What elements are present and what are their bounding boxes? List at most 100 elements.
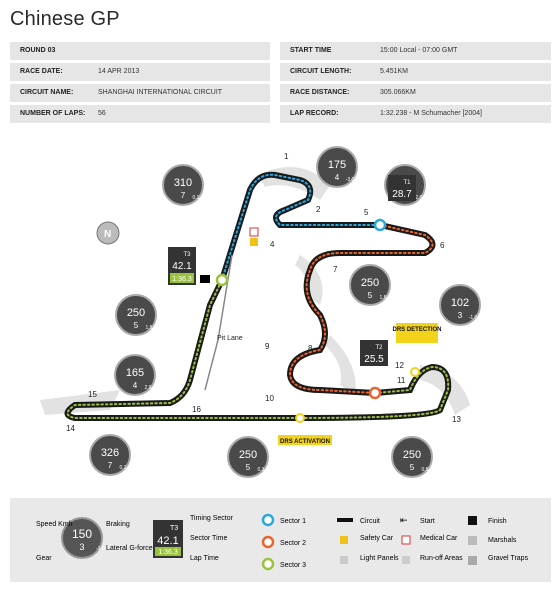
gauge-gear: 4 — [133, 381, 138, 390]
gravel-key-icon — [468, 556, 477, 565]
timing-time: 25.5 — [364, 354, 384, 365]
drs-detection-text: DRS DETECTION — [392, 327, 441, 333]
info-row-circuit-name: CIRCUIT NAME: SHANGHAI INTERNATIONAL CIRC… — [10, 84, 270, 102]
gauge-gforce: -2.0 — [414, 195, 423, 201]
turn-number: 1 — [284, 152, 289, 161]
gauge-dial — [115, 294, 157, 336]
legend-gear-label: Gear — [36, 555, 52, 562]
legend-key-light: Light Panels — [360, 555, 399, 562]
compass-label: N — [104, 229, 111, 240]
turn-number: 10 — [265, 394, 274, 403]
gauge-gear: 4 — [335, 173, 340, 182]
info-value: 14 APR 2013 — [98, 68, 140, 75]
gauge-gforce: 2.9 — [145, 385, 152, 391]
info-value: 15:00 Local - 07:00 GMT — [380, 47, 458, 54]
turn-number: 5 — [364, 208, 369, 217]
gauge-gforce: 0.3 — [258, 467, 265, 473]
info-row-laps: NUMBER OF LAPS: 56 — [10, 105, 270, 123]
legend-timing-time: 42.1 — [157, 535, 178, 547]
legend-graphics: 150 3 -1.0 Speed Kmh Braking Gear Latera… — [36, 513, 529, 571]
legend-key-circuit: Circuit — [360, 518, 380, 525]
legend-key-finish: Finish — [488, 518, 507, 525]
legend-gauge: 150 3 -1.0 — [61, 517, 105, 559]
gauge-gear: 7 — [181, 191, 186, 200]
legend-key-marshals: Marshals — [488, 537, 517, 544]
legend-panel: 150 3 -1.0 Speed Kmh Braking Gear Latera… — [10, 498, 551, 582]
pit-lane-label: Pit Lane — [217, 335, 243, 342]
legend-sector-1: Sector 1 — [280, 518, 306, 525]
turn-number: 8 — [308, 344, 313, 353]
legend-sector-3-icon — [261, 557, 275, 571]
gauge-gforce: -3.0 — [346, 177, 355, 183]
gauge-speed: 250 — [239, 449, 257, 461]
info-key: START TIME — [290, 47, 332, 54]
timing-sector: T2 — [375, 345, 383, 351]
gauge-gear: 5 — [368, 291, 373, 300]
gauge-speed: 165 — [126, 367, 144, 379]
gauge-dial — [349, 264, 391, 306]
info-key: CIRCUIT NAME: — [20, 89, 74, 96]
legend-speed-label: Speed Kmh — [36, 521, 73, 528]
info-row-circuit-length: CIRCUIT LENGTH: 5.451KM — [280, 63, 551, 81]
gauge-dial — [89, 434, 131, 476]
timing-box: T2 25.5 — [360, 340, 388, 366]
turn-number: 7 — [333, 265, 338, 274]
sector-1-dots — [221, 173, 381, 281]
timing-lap: 1:36.3 — [172, 276, 192, 283]
gauge-speed: 250 — [403, 449, 421, 461]
drs-detection-label: DRS DETECTION — [392, 323, 442, 343]
legend-sector-3: Sector 3 — [280, 562, 306, 569]
gauge-dial — [227, 436, 269, 478]
legend-gauge-gear: 3 — [79, 542, 84, 552]
turn-number: 6 — [440, 241, 445, 250]
info-row-round: ROUND 03 — [10, 42, 270, 60]
gauge-dial — [162, 164, 204, 206]
gauge-gforce: 0.1 — [120, 465, 127, 471]
info-key: RACE DISTANCE: — [290, 89, 350, 96]
info-value: 5.451KM — [380, 68, 409, 75]
circuit-key-icon — [337, 518, 353, 522]
legend-timing-sector-label: Timing Sector — [190, 515, 234, 522]
finish-key-icon — [468, 516, 477, 525]
legend-braking-label: Braking — [106, 521, 130, 528]
info-row-start-time: START TIME 15:00 Local - 07:00 GMT — [280, 42, 551, 60]
legend-key-gravel: Gravel Traps — [488, 555, 529, 562]
gauge-speed: 310 — [174, 177, 192, 189]
light-panel-key-icon — [340, 556, 348, 564]
timing-time: 28.7 — [392, 189, 412, 200]
gauge-gforce: 0.1 — [193, 195, 200, 201]
legend-lateral-label: Lateral G-force — [106, 545, 153, 552]
gauge-dial — [391, 436, 433, 478]
gauge-gear: 5 — [246, 463, 251, 472]
medical-car-key-icon — [401, 535, 411, 545]
legend-timing-lap: 1:36.3 — [158, 549, 178, 556]
legend-key-start: Start — [420, 518, 435, 525]
speed-gauge: 250 5 0.3 — [227, 436, 269, 478]
turn-numbers: 1 2 4 5 6 7 8 9 10 11 12 13 14 15 16 — [66, 152, 461, 433]
gauge-dial — [439, 284, 481, 326]
safety-car-key-icon — [340, 536, 348, 544]
turn-number: 4 — [270, 240, 275, 249]
gauge-gear: 5 — [134, 321, 139, 330]
info-value: SHANGHAI INTERNATIONAL CIRCUIT — [98, 89, 223, 96]
info-value: 56 — [98, 110, 106, 117]
legend-key-runoff: Run-off Areas — [420, 555, 463, 562]
legend-gauge-speed: 150 — [72, 527, 92, 541]
sector-2-dots — [288, 224, 434, 394]
turn-number: 14 — [66, 424, 75, 433]
info-key: NUMBER OF LAPS: — [20, 110, 86, 117]
speed-gauges: 31070.11754-3.0702-2.025051.525051.51023… — [89, 146, 481, 478]
start-key-icon: ⇤ — [400, 515, 408, 525]
timing-time: 42.1 — [172, 261, 192, 272]
info-key: RACE DATE: — [20, 68, 63, 75]
legend-key-safety: Safety Car — [360, 535, 394, 542]
gauge-gear: 3 — [458, 311, 463, 320]
info-key: CIRCUIT LENGTH: — [290, 68, 352, 75]
